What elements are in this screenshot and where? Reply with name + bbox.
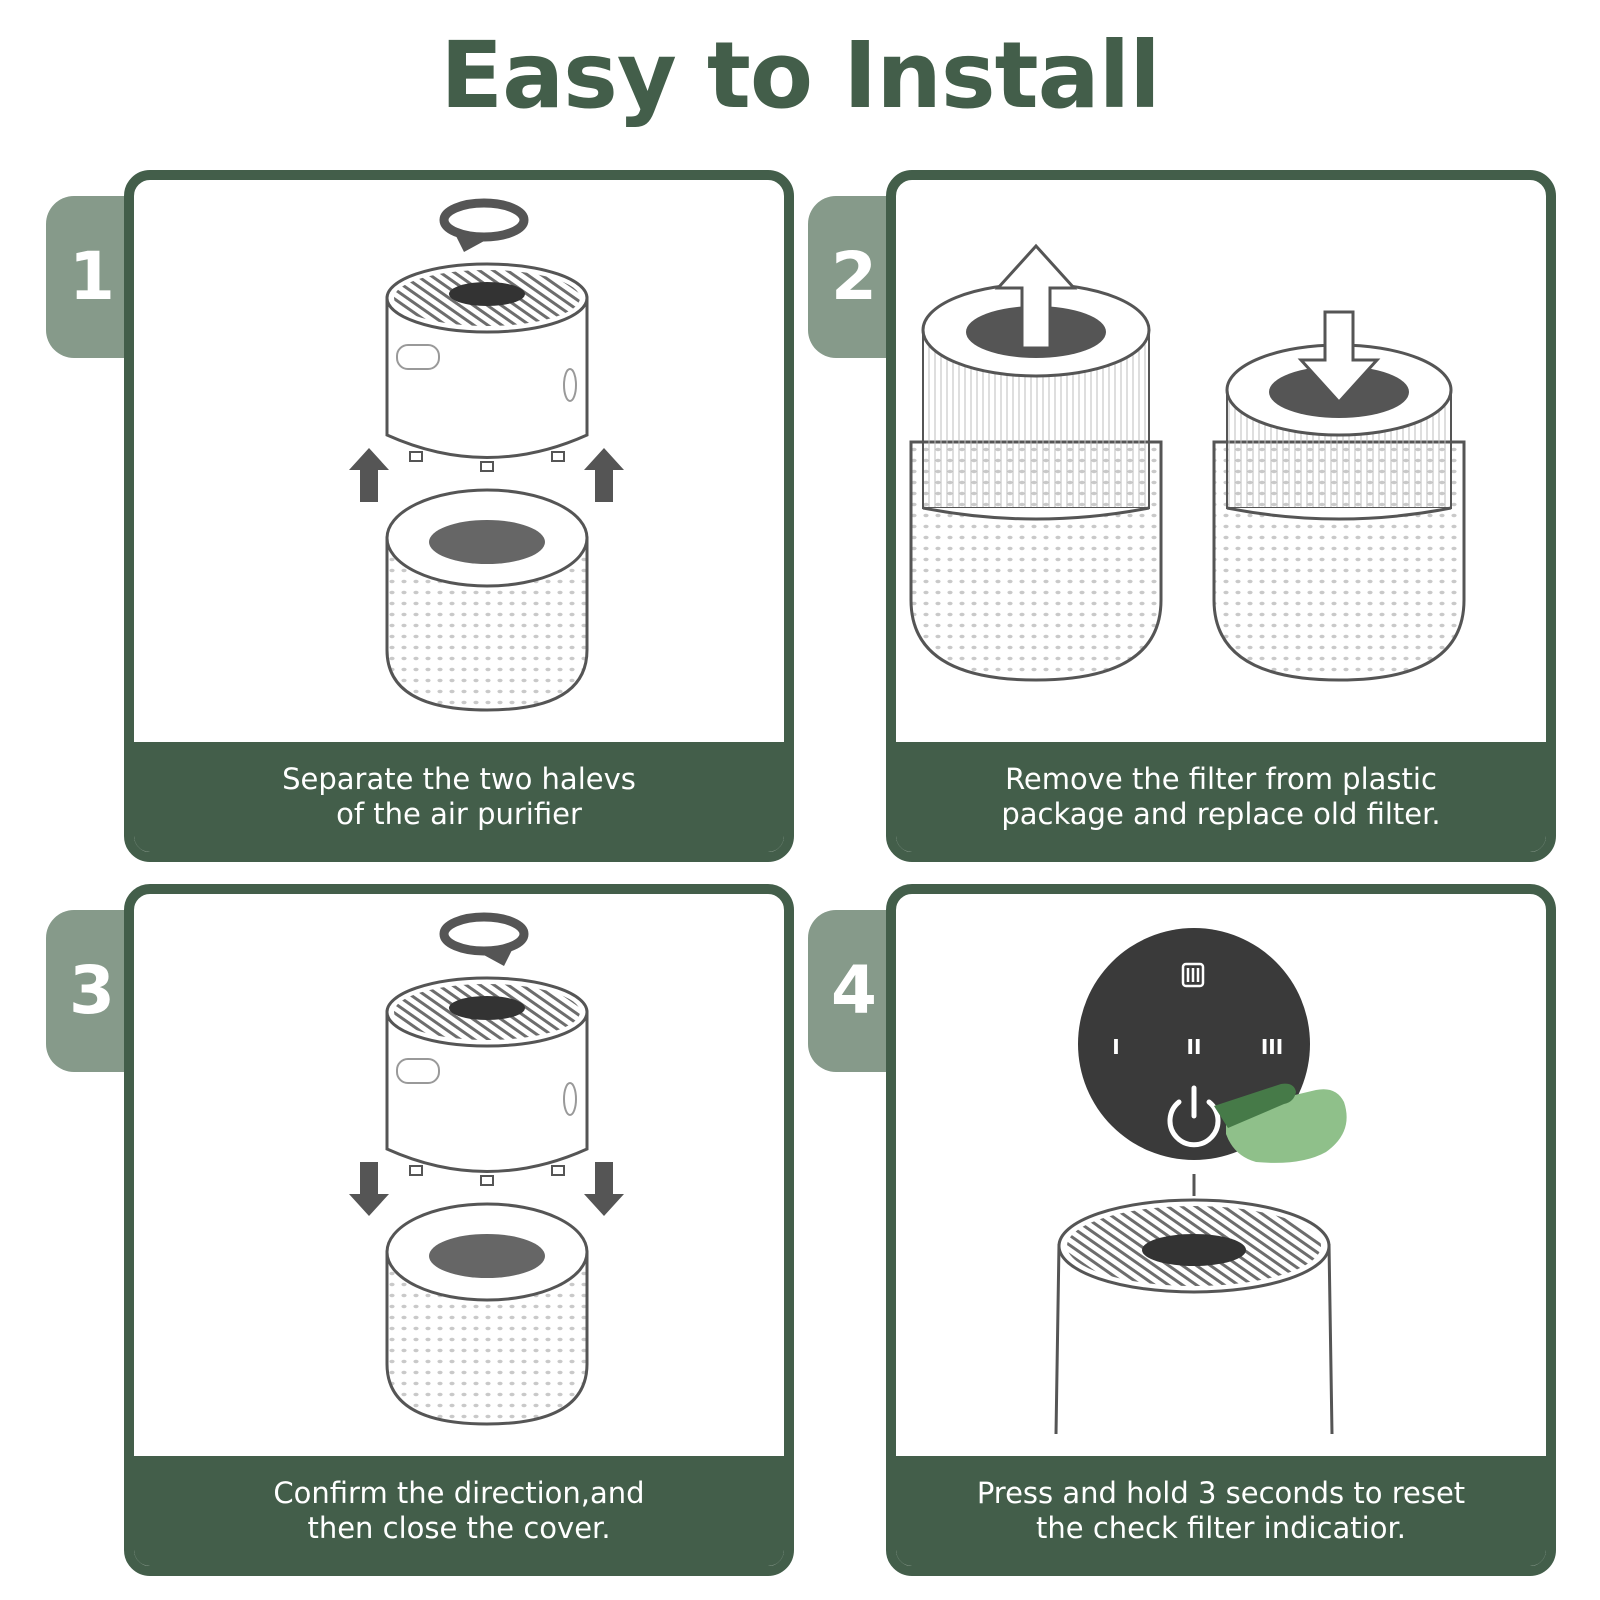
caption-line: of the air purifier bbox=[336, 797, 582, 831]
caption-line: Separate the two halevs bbox=[282, 762, 636, 796]
caption-line: Remove the filter from plastic bbox=[1005, 762, 1437, 796]
purifier-top-view bbox=[1054, 1198, 1334, 1435]
speed-1-label: I bbox=[1112, 1035, 1119, 1059]
step-3-panel: Confirm the direction,and then close the… bbox=[124, 884, 794, 1576]
caption-line: then close the cover. bbox=[307, 1511, 611, 1545]
power-icon bbox=[1167, 1085, 1221, 1148]
speed-3-label: III bbox=[1261, 1035, 1283, 1059]
caption-line: Confirm the direction,and bbox=[273, 1476, 645, 1510]
replace-filter-illustration bbox=[909, 243, 1466, 682]
step-1-card: 1 bbox=[46, 170, 826, 862]
step-1-panel: Separate the two halevs of the air purif… bbox=[124, 170, 794, 862]
rotate-counterclockwise-icon bbox=[439, 912, 529, 966]
step-number: 3 bbox=[69, 952, 115, 1029]
arrow-down-icon bbox=[1297, 310, 1381, 405]
old-filter-lifting-out bbox=[909, 243, 1163, 682]
caption-line: the check filter indicatior. bbox=[1036, 1511, 1406, 1545]
separate-halves-illustration bbox=[349, 198, 624, 712]
step-number: 2 bbox=[831, 238, 877, 315]
pointing-hand-icon bbox=[1214, 1083, 1347, 1163]
purifier-top-half bbox=[385, 976, 589, 1186]
filter-indicator-icon bbox=[1181, 962, 1205, 988]
step-3-caption: Confirm the direction,and then close the… bbox=[134, 1456, 784, 1566]
arrow-up-icon bbox=[349, 448, 389, 502]
step-2-panel: Remove the filter from plastic package a… bbox=[886, 170, 1556, 862]
purifier-bottom-filter bbox=[385, 488, 589, 712]
arrow-up-icon bbox=[994, 243, 1078, 350]
step-2-caption: Remove the filter from plastic package a… bbox=[896, 742, 1546, 852]
step-number: 4 bbox=[831, 952, 877, 1029]
step-4-card: 4 I II III bbox=[808, 884, 1588, 1576]
purifier-top-half bbox=[385, 262, 589, 472]
caption-line: package and replace old filter. bbox=[1001, 797, 1441, 831]
close-cover-illustration bbox=[349, 912, 624, 1426]
arrow-up-icon bbox=[584, 448, 624, 502]
page-title: Easy to Install bbox=[440, 22, 1161, 129]
arrow-down-icon bbox=[584, 1162, 624, 1216]
step-4-caption: Press and hold 3 seconds to reset the ch… bbox=[896, 1456, 1546, 1566]
step-number: 1 bbox=[69, 238, 115, 315]
step-1-caption: Separate the two halevs of the air purif… bbox=[134, 742, 784, 852]
arrow-down-icon bbox=[349, 1162, 389, 1216]
purifier-bottom-filter bbox=[385, 1202, 589, 1426]
reset-indicator-illustration: I II III bbox=[1054, 928, 1347, 1435]
step-3-card: 3 bbox=[46, 884, 826, 1576]
rotate-clockwise-icon bbox=[439, 198, 529, 252]
caption-line: Press and hold 3 seconds to reset bbox=[976, 1476, 1466, 1510]
step-2-card: 2 Remove the filter from plastic bbox=[808, 170, 1588, 862]
step-4-panel: I II III Press and hold 3 second bbox=[886, 884, 1556, 1576]
new-filter-inserting bbox=[1212, 310, 1466, 682]
speed-2-label: II bbox=[1187, 1035, 1202, 1059]
